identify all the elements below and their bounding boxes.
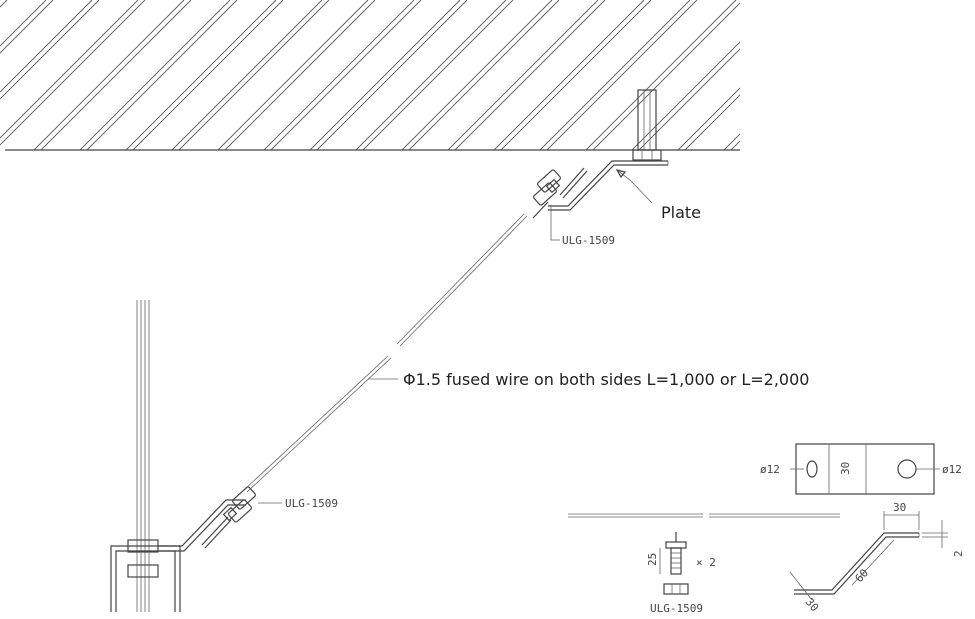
anchor-bolt	[632, 89, 662, 161]
hatch-line	[823, 0, 973, 150]
hatch-line	[0, 0, 8, 8]
hatch-line	[493, 0, 645, 150]
detail-plate-view: ø12 ø12 30	[760, 443, 962, 495]
hatch-line	[40, 0, 192, 150]
hatch-line	[730, 140, 740, 150]
bend-side-dim: 30	[803, 596, 821, 615]
hatch-line	[0, 0, 139, 139]
detail-wire	[568, 513, 840, 518]
hatch-line	[178, 0, 330, 150]
hatch-line	[631, 41, 740, 150]
upper-clamp	[532, 167, 588, 219]
hatch-line	[592, 2, 740, 150]
hatch-line	[0, 0, 146, 146]
bolt-quantity: × 2	[696, 556, 716, 569]
fused-wire	[243, 213, 528, 493]
upper-clamp-label: ULG-1509	[562, 234, 615, 247]
hatch-line	[546, 0, 698, 150]
hole-right-dim: ø12	[942, 463, 962, 476]
hatch-line	[585, 0, 737, 150]
lower-plate	[158, 499, 246, 552]
plate-label: Plate	[661, 203, 701, 222]
hatch-line	[0, 0, 47, 47]
hatch-line	[316, 0, 468, 150]
ceiling-hatch	[0, 0, 975, 150]
hatch-line	[0, 0, 100, 100]
hatch-line	[33, 0, 185, 150]
hatch-line	[263, 0, 415, 150]
hatch-line	[816, 0, 966, 150]
wire-label: Φ1.5 fused wire on both sides L=1,000 or…	[403, 370, 809, 389]
plate-height-dim: 30	[839, 462, 852, 475]
hatch-line	[869, 0, 975, 150]
hatch-line	[270, 0, 422, 150]
hatch-line	[723, 133, 740, 150]
hatch-line	[217, 0, 369, 150]
lower-clamp	[201, 486, 256, 549]
bolt-length-dim: 25	[646, 553, 659, 566]
hatch-line	[408, 0, 560, 150]
upper-plate	[548, 160, 669, 211]
hatch-line	[132, 0, 284, 150]
hatch-line	[777, 0, 927, 150]
hatch-line	[171, 0, 323, 150]
hatch-line	[309, 0, 461, 150]
bend-diag-dim: 60	[853, 566, 872, 585]
hatch-line	[0, 0, 54, 54]
hatch-line	[684, 94, 740, 150]
upper-clamp-leader	[550, 206, 560, 241]
vertical-rod	[127, 300, 159, 612]
hatch-line	[79, 0, 231, 150]
hatch-line	[125, 0, 277, 150]
hole-left-dim: ø12	[760, 463, 780, 476]
hatch-line	[638, 48, 740, 150]
u-channel	[110, 545, 181, 612]
hatch-line	[500, 0, 652, 150]
hatch-line	[224, 0, 376, 150]
hatch-line	[86, 0, 238, 150]
hatch-line	[447, 0, 599, 150]
hatch-line	[362, 0, 514, 150]
hatch-line	[677, 87, 740, 150]
hatch-line	[862, 0, 975, 150]
hatch-line	[454, 0, 606, 150]
hatch-line	[539, 0, 691, 150]
hatch-line	[0, 0, 93, 93]
plate-leader	[616, 169, 653, 204]
detail-clamp-label: ULG-1509	[650, 602, 703, 615]
hatch-line	[770, 0, 920, 150]
hatch-line	[401, 0, 553, 150]
lower-clamp-label: ULG-1509	[285, 497, 338, 510]
bend-top-dim: 30	[893, 501, 906, 514]
hatch-line	[355, 0, 507, 150]
detail-bent-plate: 30 2 60 30	[789, 501, 965, 615]
thickness-dim: 2	[952, 550, 965, 557]
detail-bolt: 25 × 2 ULG-1509	[646, 532, 716, 615]
